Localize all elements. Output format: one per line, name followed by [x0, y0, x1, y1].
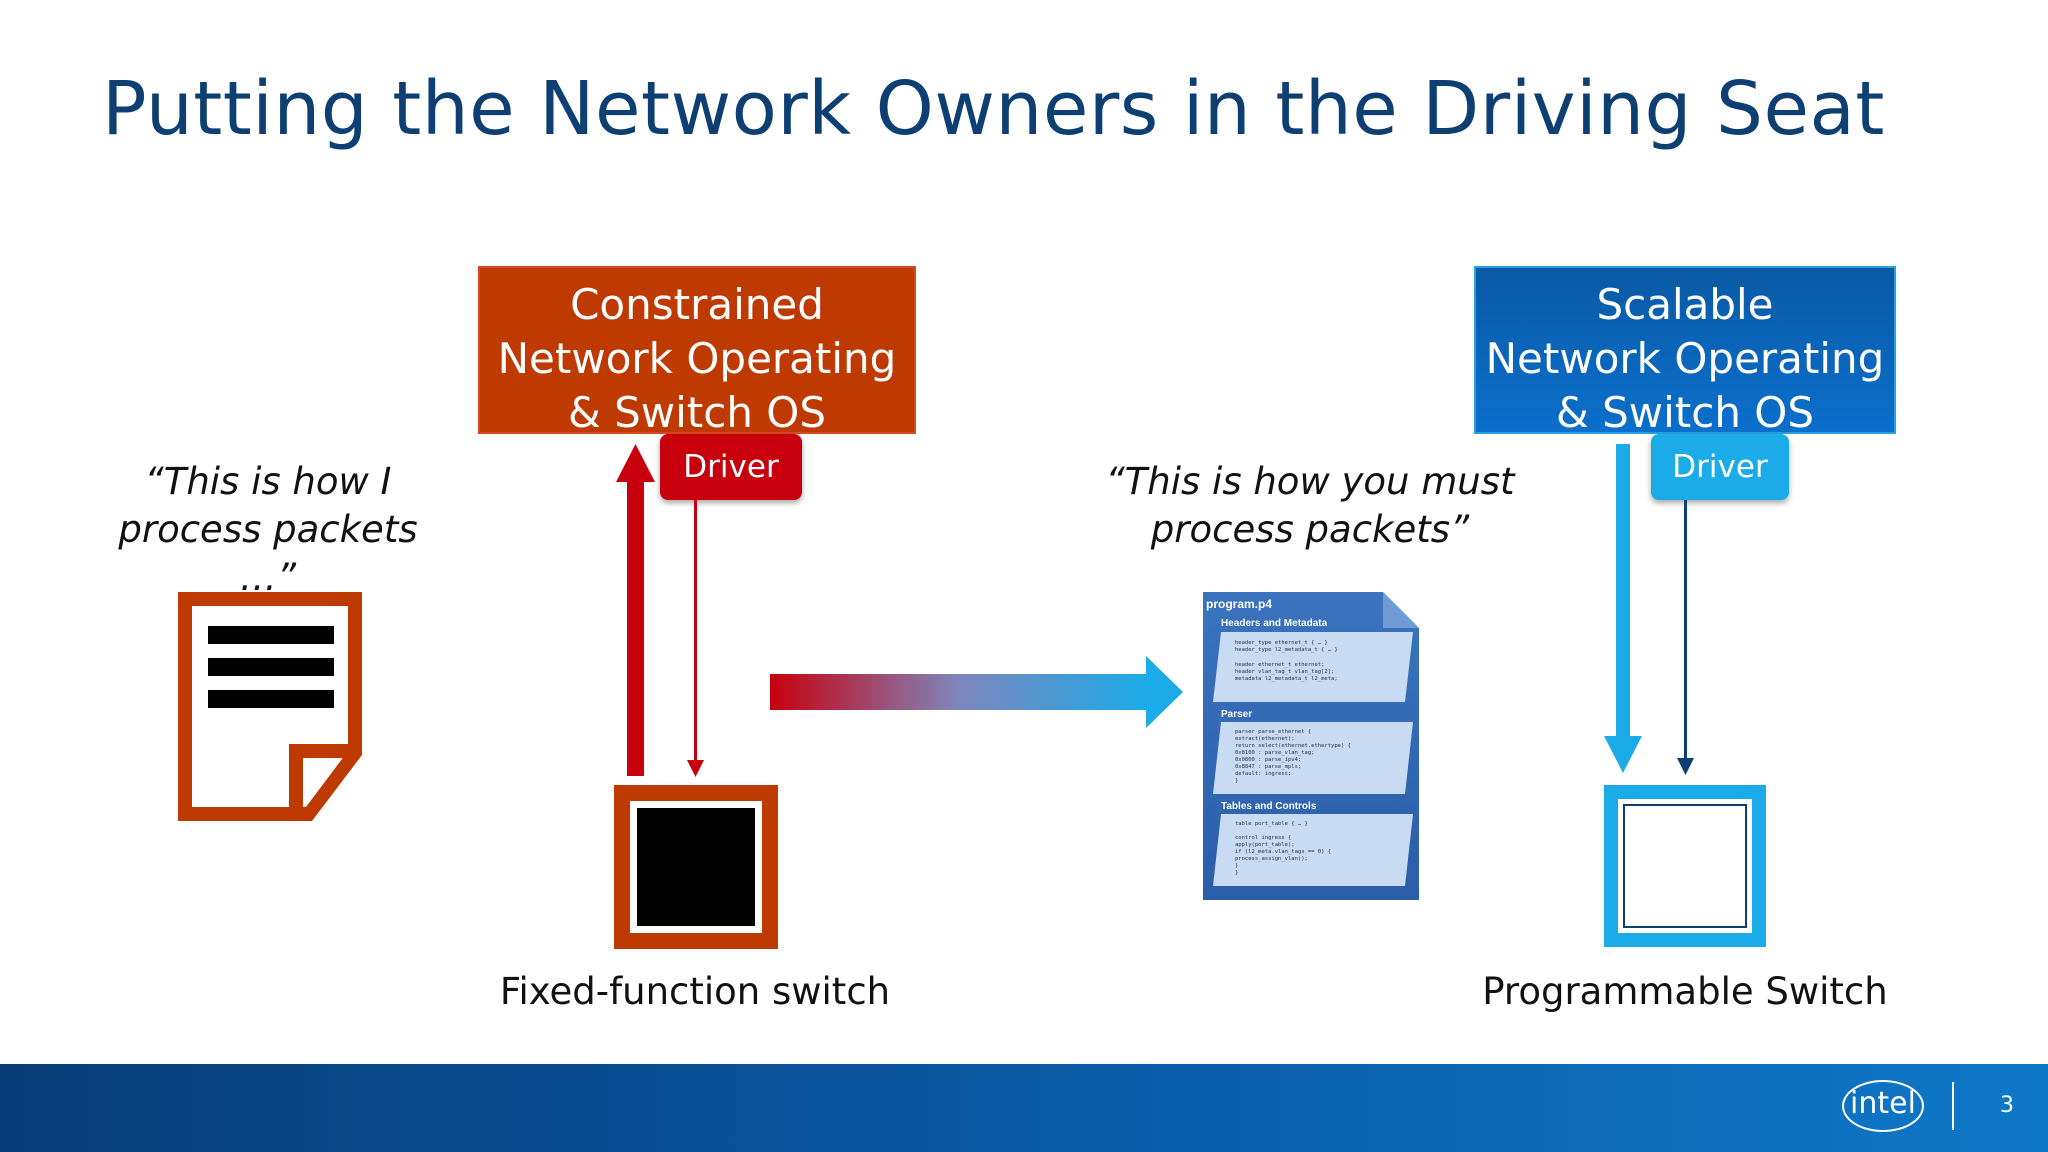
code-line: } [1235, 870, 1238, 876]
code-line: header_type l2_metadata_t { … } [1235, 647, 1338, 653]
os-box-line: & Switch OS [567, 388, 827, 437]
program-section-heading: Tables and Controls [1221, 801, 1317, 812]
right-down-arrow [1604, 444, 1642, 773]
os-box-line: Network Operating [1485, 334, 1885, 383]
os-box-line: Network Operating [497, 334, 897, 383]
code-line: header_type ethernet_t { … } [1235, 640, 1328, 646]
code-line: if (l2_meta.vlan_tags == 0) { [1235, 849, 1331, 855]
program-p4-document: program.p4 Headers and Metadata header_t… [1203, 592, 1419, 900]
right-quote: “This is how you must process packets” [1100, 458, 1520, 554]
footer-divider [1952, 1082, 1954, 1130]
document-icon [178, 592, 362, 821]
code-line: 0x0800 : parse_ipv4; [1235, 757, 1301, 763]
intel-logo: intel [1842, 1080, 1924, 1132]
os-box-line: Scalable [1596, 280, 1774, 329]
scalable-os-box: Scalable Network Operating & Switch OS [1474, 266, 1896, 437]
code-line: control ingress { [1235, 835, 1291, 841]
code-line: parser parse_ethernet { [1235, 729, 1311, 735]
flow-arrow [770, 656, 1183, 728]
right-down-thin-arrow [1677, 500, 1694, 775]
os-box-line: Constrained [570, 280, 824, 329]
code-line: process_assign_vlan(); [1235, 856, 1308, 862]
slide-title: Putting the Network Owners in the Drivin… [102, 66, 1885, 152]
code-line: metadata l2_metadata_t l2_meta; [1235, 676, 1338, 682]
code-line: return select(ethernet.ethertype) { [1235, 743, 1351, 749]
quote-line: process packets” [1150, 508, 1470, 551]
fixed-switch-icon [614, 785, 778, 949]
quote-line: process packets …” [118, 508, 418, 599]
quote-line: “This is how I [144, 460, 392, 503]
code-line: } [1235, 778, 1238, 784]
footer-bar [0, 1064, 2048, 1152]
left-down-arrow [687, 500, 704, 777]
code-line: table port_table { … } [1235, 821, 1308, 827]
program-section-heading: Parser [1221, 709, 1252, 720]
programmable-switch-icon [1604, 785, 1766, 947]
program-filename: program.p4 [1206, 597, 1272, 611]
code-line: 0x8100 : parse_vlan_tag; [1235, 750, 1314, 756]
left-quote: “This is how I process packets …” [88, 458, 448, 602]
code-line: header vlan_tag_t vlan_tag[2]; [1235, 669, 1334, 675]
left-driver-badge: Driver [660, 434, 802, 500]
code-line: header ethernet_t ethernet; [1235, 662, 1324, 668]
quote-line: “This is how you must [1105, 460, 1515, 503]
code-line: apply(port_table); [1235, 842, 1295, 848]
right-driver-badge: Driver [1651, 434, 1789, 500]
code-line: extract(ethernet); [1235, 736, 1295, 742]
os-box-line: & Switch OS [1555, 388, 1815, 437]
page-number: 3 [2000, 1093, 2014, 1118]
code-line: default: ingress; [1235, 771, 1291, 777]
program-section-heading: Headers and Metadata [1221, 618, 1328, 629]
code-line: } [1235, 863, 1238, 869]
code-line: 0x8847 : parse_mpls; [1235, 764, 1301, 770]
left-up-arrow [616, 444, 655, 776]
constrained-os-box: Constrained Network Operating & Switch O… [478, 266, 916, 437]
fixed-switch-caption: Fixed-function switch [499, 970, 891, 1013]
programmable-switch-caption: Programmable Switch [1482, 970, 1888, 1013]
